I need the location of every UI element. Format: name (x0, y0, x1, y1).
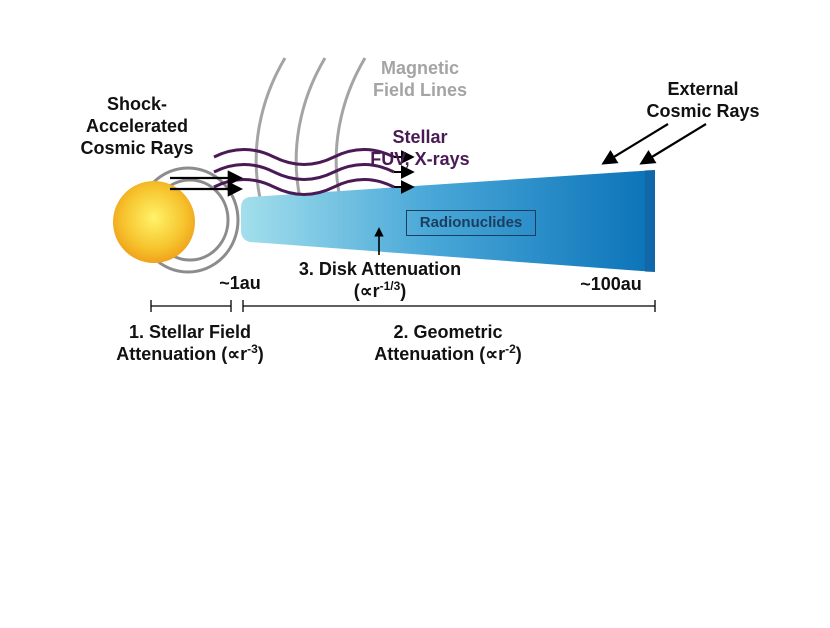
geometric-attenuation-label: 2. Geometric Attenuation (∝r-2) (353, 321, 543, 365)
shock-label-line-3: Cosmic Rays (80, 138, 194, 158)
stellar-wave-1 (213, 148, 395, 166)
distance-1au-label: ~1au (219, 273, 261, 293)
magnetic-field-lines-label: Magnetic Field Lines (360, 57, 480, 101)
shock-label-line-2: Accelerated (85, 116, 189, 136)
disk-attenuation-label: 3. Disk Attenuation (∝r-1/3) (280, 258, 480, 302)
distance-100au-label: ~100au (580, 274, 642, 294)
radionuclides-label: Radionuclides (406, 210, 536, 236)
disk-attenuation-line-1: 3. Disk Attenuation (298, 259, 462, 279)
star (113, 181, 195, 263)
geometric-line-2: Attenuation (∝r-2) (374, 342, 522, 364)
external-label-line-1: External (667, 79, 739, 99)
stellar-field-attenuation-label: 1. Stellar Field Attenuation (∝r-3) (95, 321, 285, 365)
external-cr-arrow-2 (639, 123, 707, 165)
external-cosmic-rays-label: External Cosmic Rays (628, 78, 778, 122)
geometric-scale-bar (242, 300, 656, 312)
stellar-field-line-2: Attenuation (∝r-3) (116, 342, 264, 364)
disk-outer-edge (645, 170, 655, 272)
protoplanetary-disk (241, 170, 655, 272)
shock-cosmic-rays-label: Shock- Accelerated Cosmic Rays (62, 93, 212, 159)
stellar-fuv-xrays-label: Stellar FUV, X-rays (360, 126, 480, 170)
stellar-field-line-1: 1. Stellar Field (128, 322, 252, 342)
magnetic-label-line-1: Magnetic (380, 58, 459, 78)
magnetic-field-line-1 (254, 57, 287, 199)
stellar-field-scale-bar (150, 300, 232, 312)
stellar-label-line-2: FUV, X-rays (370, 149, 470, 169)
geometric-line-1: 2. Geometric (393, 322, 503, 342)
external-cr-arrow-1 (601, 123, 669, 165)
external-label-line-2: Cosmic Rays (646, 101, 760, 121)
shock-label-line-1: Shock- (106, 94, 167, 114)
stellar-wave-2 (213, 163, 395, 181)
magnetic-label-line-2: Field Lines (372, 80, 468, 100)
disk-attenuation-line-2: (∝r-1/3) (353, 279, 407, 301)
magnetic-field-line-3 (334, 57, 367, 199)
stellar-label-line-1: Stellar (392, 127, 448, 147)
stellar-wave-3 (213, 178, 395, 196)
magnetic-field-line-2 (294, 57, 327, 199)
